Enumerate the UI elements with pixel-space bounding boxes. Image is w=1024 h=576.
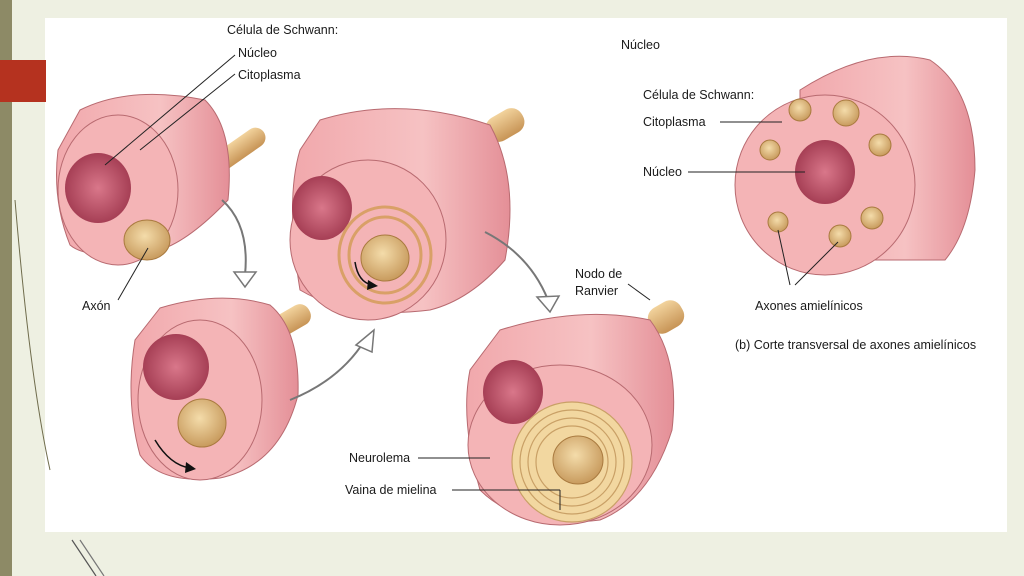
unmyelinated-axon — [788, 98, 812, 122]
nucleus-1 — [65, 153, 131, 223]
label-cytoplasm: Citoplasma — [238, 68, 301, 82]
slide-decoration — [14, 199, 105, 576]
label-right-nucleus-top: Núcleo — [621, 38, 660, 52]
unmyelinated-axon — [832, 99, 860, 127]
label-node-of-ranvier-1: Nodo de — [575, 267, 622, 281]
unmyelinated-cross-section — [734, 55, 976, 276]
axon-3 — [360, 234, 410, 282]
arrow-1 — [221, 199, 247, 276]
label-right-cytoplasm: Citoplasma — [643, 115, 706, 129]
axon-2 — [177, 398, 227, 448]
label-schwann-cell: Célula de Schwann: — [227, 23, 338, 37]
axon-1 — [123, 219, 171, 261]
stage-2-schwann-cell — [130, 297, 311, 481]
label-node-of-ranvier-2: Ranvier — [575, 284, 618, 298]
caption-b: (b) Corte transversal de axones amielíni… — [735, 338, 976, 352]
nucleus-2 — [143, 334, 209, 400]
label-unmyelinated-axons: Axones amielínicos — [755, 299, 863, 313]
unmyelinated-axon — [860, 206, 884, 230]
arrow-3 — [484, 231, 549, 301]
nucleus-3 — [292, 176, 352, 240]
unmyelinated-axon — [759, 139, 781, 161]
schwann-nucleus-right — [795, 140, 855, 204]
axon-4 — [552, 435, 604, 485]
label-right-nucleus: Núcleo — [643, 165, 682, 179]
slide-accent-block — [0, 60, 46, 102]
unmyelinated-axon — [868, 133, 892, 157]
label-right-schwann-cell: Célula de Schwann: — [643, 88, 754, 102]
label-neurolemma: Neurolema — [349, 451, 410, 465]
label-nucleus: Núcleo — [238, 46, 277, 60]
unmyelinated-axon — [828, 224, 852, 248]
slide-left-bar — [0, 0, 12, 576]
stage-1-schwann-cell — [56, 93, 266, 266]
label-axon: Axón — [82, 299, 111, 313]
leader-lines — [104, 54, 839, 510]
nucleus-4 — [483, 360, 543, 424]
stage-3-schwann-cell — [289, 108, 525, 321]
unmyelinated-axon — [767, 211, 789, 233]
label-myelin-sheath: Vaina de mielina — [345, 483, 437, 497]
stage-4-myelinated-axon — [466, 300, 685, 526]
arrow-2 — [289, 339, 366, 401]
